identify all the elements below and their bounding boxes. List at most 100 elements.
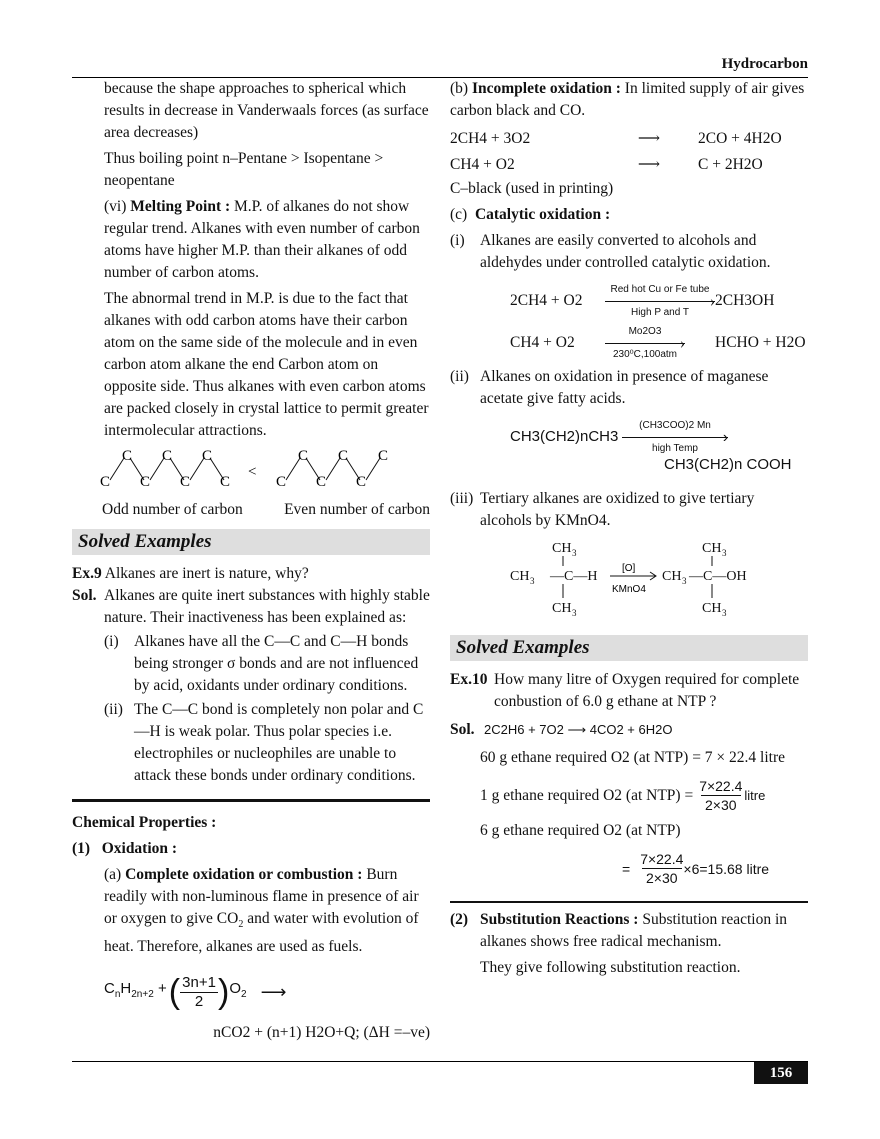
line2-unit: litre xyxy=(744,787,766,803)
sol9-label: Sol. xyxy=(72,587,97,604)
eq4-lhs: CH4 + O2 xyxy=(510,334,575,351)
eq1-arrow: ⟶ xyxy=(637,130,661,147)
line4-num: 7×22.4 xyxy=(640,851,684,867)
svg-text:3: 3 xyxy=(722,608,727,618)
carbon-chain-diagram: C C C C C C C < C C C C C C xyxy=(100,448,388,490)
complete-oxidation-para: (a) Complete oxidation or combustion : B… xyxy=(104,866,419,956)
eq2-rhs: C + 2H2O xyxy=(698,156,763,173)
svg-text:CH: CH xyxy=(662,569,681,584)
eq2-arrow: ⟶ xyxy=(637,156,661,173)
solved-examples-heading-right: Solved Examples xyxy=(450,635,808,661)
chain-compare: < xyxy=(248,464,256,480)
svg-text:3: 3 xyxy=(572,548,577,558)
eq4-bottom: 230⁰C,100atm xyxy=(612,348,678,360)
chem-props-heading: Chemical Properties : xyxy=(72,814,217,831)
subst-num: (2) xyxy=(450,911,469,928)
sol10-line-3: 6 g ethane required O2 (at NTP) xyxy=(480,822,681,839)
tert-bottom: KMnO4 xyxy=(612,584,646,595)
equation-2: CH4 + O2 ⟶ C + 2H2O xyxy=(450,152,808,178)
left-para-2: Thus boiling point n–Pentane > Isopentan… xyxy=(104,150,384,189)
footer-rule xyxy=(72,1061,808,1062)
mp-prefix: (vi) xyxy=(104,198,127,215)
oxidation-heading: (1) Oxidation : xyxy=(72,838,430,860)
eq4-top: Mo2O3 xyxy=(628,325,662,337)
subst-follow: They give following substitution reactio… xyxy=(480,959,741,976)
page-number: 156 xyxy=(754,1062,808,1084)
eq3-lhs: 2CH4 + O2 xyxy=(510,292,583,309)
equation-1: 2CH4 + 3O2 ⟶ 2CO + 4H2O xyxy=(450,126,808,152)
section-rule-right xyxy=(450,901,808,903)
left-para-4: The abnormal trend in M.P. is due to the… xyxy=(104,290,429,439)
chain-atom: C xyxy=(356,474,366,490)
sol9-i-label: (i) xyxy=(104,633,119,650)
running-header: Hydrocarbon xyxy=(721,56,808,72)
cat-ii-text: Alkanes on oxidation in presence of maga… xyxy=(480,368,769,407)
catalytic-heading: (c) Catalytic oxidation : xyxy=(450,204,808,226)
eq3-bottom: High P and T xyxy=(630,306,689,318)
right-column: (b) Incomplete oxidation : In limited su… xyxy=(450,78,808,979)
chain-captions: Odd number of carbon Even number of carb… xyxy=(72,499,430,521)
eq5-top: (CH3COO)2 Mn xyxy=(639,419,711,431)
eq5-lhs: CH3(CH2)nCH3 xyxy=(510,428,619,445)
svg-text:3: 3 xyxy=(722,548,727,558)
cat-item-ii: (ii) Alkanes on oxidation in presence of… xyxy=(450,366,808,410)
chain-atom: C xyxy=(122,448,132,464)
header-rule xyxy=(72,77,808,78)
eq4-rhs: HCHO + H2O xyxy=(715,334,806,351)
line2-fraction: 7×22.4 2×30 xyxy=(699,777,742,814)
line2-num: 7×22.4 xyxy=(699,778,743,794)
sol9-item-i: (i) Alkanes have all the C—C and C—H bon… xyxy=(72,631,430,697)
chain-atom: C xyxy=(140,474,150,490)
chain-atom: C xyxy=(276,474,286,490)
cat-ii-label: (ii) xyxy=(450,368,469,385)
chain-atom: C xyxy=(100,474,110,490)
eq3-rhs: 2CH3OH xyxy=(715,292,775,309)
ex9-question: Ex.9 Alkanes are inert is nature, why? xyxy=(72,563,430,585)
tert-top: [O] xyxy=(622,563,636,574)
left-para-1: because the shape approaches to spherica… xyxy=(104,80,429,141)
chain-atom: C xyxy=(180,474,190,490)
equation-5: CH3(CH2)nCH3 (CH3COO)2 Mn › high Temp xyxy=(450,420,808,454)
eq2-lhs: CH4 + O2 xyxy=(450,156,515,173)
incomplete-label: Incomplete oxidation : xyxy=(471,80,621,97)
substitution-para: (2) Substitution Reactions : Substitutio… xyxy=(450,909,808,953)
line4-fraction: 7×22.4 2×30 xyxy=(640,850,683,887)
svg-text:3: 3 xyxy=(682,576,687,586)
chain-atom: C xyxy=(378,448,388,464)
cat-item-iii: (iii) Tertiary alkanes are oxidized to g… xyxy=(450,488,808,532)
eq5-arrow: (CH3COO)2 Mn › high Temp xyxy=(622,415,728,460)
sol9-ii-text: The C—C bond is completely non polar and… xyxy=(134,701,424,784)
mp-label: Melting Point : xyxy=(130,198,231,215)
ox-label: Oxidation : xyxy=(101,840,178,857)
complete-prefix: (a) xyxy=(104,866,122,883)
incomplete-prefix: (b) xyxy=(450,80,469,97)
line4-tail: ×6=15.68 litre xyxy=(683,860,770,877)
svg-text:CH: CH xyxy=(510,569,529,584)
svg-text:CH: CH xyxy=(552,541,571,556)
complete-label: Complete oxidation or combustion : xyxy=(125,866,363,883)
chain-atom: C xyxy=(220,474,230,490)
carbon-black-note: C–black (used in printing) xyxy=(450,180,614,197)
sol9-intro: Alkanes are quite inert substances with … xyxy=(104,587,430,626)
catalytic-prefix: (c) xyxy=(450,206,468,223)
svg-text:—C—OH: —C—OH xyxy=(688,569,747,584)
chain-atom: C xyxy=(316,474,326,490)
sol9-item-ii: (ii) The C—C bond is completely non pola… xyxy=(72,699,430,787)
complete-text-1: Burn readily with non-luminous flame in … xyxy=(104,866,419,927)
eq5-rhs: CH3(CH2)n COOH xyxy=(664,456,792,473)
ex9-label: Ex.9 xyxy=(72,565,102,582)
solved-examples-heading: Solved Examples xyxy=(72,529,430,555)
melting-point-para: (vi) Melting Point : M.P. of alkanes do … xyxy=(72,196,430,284)
svg-text:3: 3 xyxy=(530,576,535,586)
line4-eq: = xyxy=(622,860,631,877)
sol10-equation: 2C2H6 + 7O2 ⟶ 4CO2 + 6H2O xyxy=(484,722,673,737)
sol9: Sol. Alkanes are quite inert substances … xyxy=(72,585,430,629)
general-products: nCO2 + (n+1) H2O+Q; (ΔH =–ve) xyxy=(213,1024,430,1042)
eq4-arrow: Mo2O3 › 230⁰C,100atm xyxy=(605,321,685,366)
ox-num: (1) xyxy=(72,840,91,857)
sol10-label: Sol. xyxy=(450,721,475,738)
odd-caption: Odd number of carbon xyxy=(102,501,243,518)
eq5-bottom: high Temp xyxy=(652,442,698,454)
cat-i-text: Alkanes are easily converted to alcohols… xyxy=(480,232,771,271)
